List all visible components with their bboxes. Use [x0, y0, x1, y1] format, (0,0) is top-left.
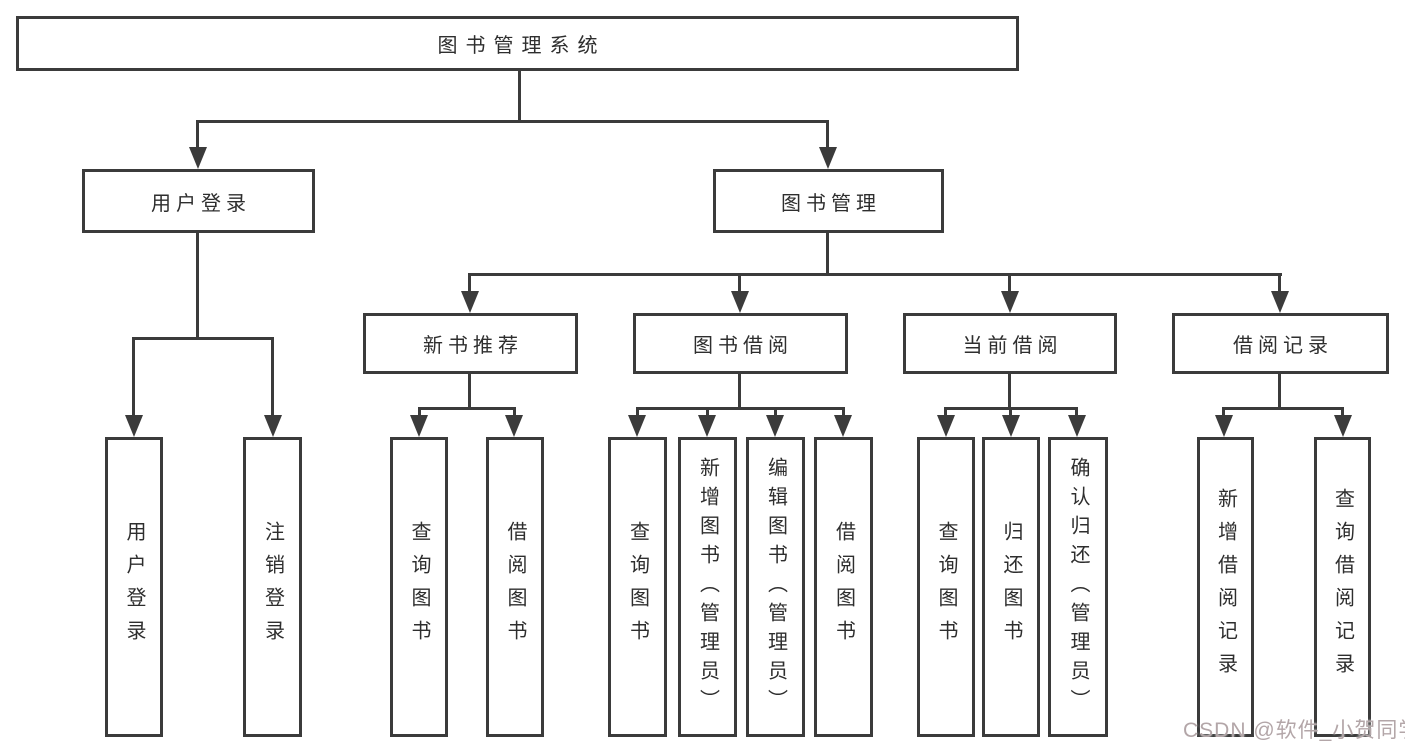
arrowhead-down-icon — [1334, 415, 1352, 437]
leaf-return-books-label: 归还图书 — [1000, 521, 1022, 653]
leaf-logout-label: 注销登录 — [261, 521, 284, 653]
edge-to-current-borrow — [1008, 273, 1011, 293]
arrowhead-down-icon — [1002, 415, 1020, 437]
edge-leaf-stub — [1341, 407, 1344, 417]
edge-recommend-bar — [418, 407, 516, 410]
leaf-recommend-query-books-label: 查询图书 — [408, 521, 430, 653]
node-user-login: 用户登录 — [82, 169, 315, 233]
leaf-borrow-query-books: 查询图书 — [608, 437, 667, 737]
arrowhead-down-icon — [1215, 415, 1233, 437]
leaf-confirm-return-admin-label: 确认归还（管理员） — [1067, 456, 1089, 718]
edge-leaf-stub — [774, 407, 777, 417]
edge-book-borrow-bar — [636, 407, 844, 410]
edge-borrow-records-stem — [1278, 374, 1281, 409]
edge-to-new-book-recommend — [468, 273, 471, 293]
edge-to-leaf-logout — [271, 337, 274, 417]
edge-leaf-stub — [706, 407, 709, 417]
arrowhead-down-icon — [505, 415, 523, 437]
node-book-management: 图书管理 — [713, 169, 944, 233]
edge-book-borrow-stem — [738, 374, 741, 409]
leaf-add-books-admin: 新增图书（管理员） — [678, 437, 737, 737]
edge-user-login-bar — [132, 337, 274, 340]
edge-current-borrow-stem — [1008, 374, 1011, 409]
leaf-borrow-query-books-label: 查询图书 — [626, 521, 649, 653]
edge-to-book-borrow — [738, 273, 741, 293]
node-user-login-label: 用户登录 — [151, 192, 251, 215]
edge-leaf-stub — [944, 407, 947, 417]
edge-to-user-login — [196, 120, 199, 150]
edge-root-bar — [196, 120, 829, 123]
arrowhead-down-icon — [834, 415, 852, 437]
leaf-confirm-return-admin: 确认归还（管理员） — [1048, 437, 1108, 737]
arrowhead-down-icon — [1068, 415, 1086, 437]
leaf-recommend-borrow-books: 借阅图书 — [486, 437, 544, 737]
arrowhead-down-icon — [731, 291, 749, 313]
edge-book-management-stem — [826, 233, 829, 276]
node-new-book-recommend: 新书推荐 — [363, 313, 578, 374]
node-borrow-records: 借阅记录 — [1172, 313, 1389, 374]
node-root-label: 图书管理系统 — [437, 35, 606, 57]
arrowhead-down-icon — [1001, 291, 1019, 313]
node-book-borrow-label: 图书借阅 — [693, 335, 793, 357]
leaf-recommend-query-books: 查询图书 — [390, 437, 448, 737]
node-current-borrow: 当前借阅 — [903, 313, 1117, 374]
arrowhead-down-icon — [461, 291, 479, 313]
leaf-recommend-borrow-books-label: 借阅图书 — [504, 521, 526, 653]
edge-to-book-management — [826, 120, 829, 150]
leaf-query-borrow-record: 查询借阅记录 — [1314, 437, 1371, 737]
arrowhead-down-icon — [189, 147, 207, 169]
node-book-management-label: 图书管理 — [781, 192, 881, 215]
arrowhead-down-icon — [628, 415, 646, 437]
arrowhead-down-icon — [766, 415, 784, 437]
edge-leaf-stub — [1009, 407, 1012, 417]
edge-borrow-records-bar — [1222, 407, 1344, 410]
arrowhead-down-icon — [1271, 291, 1289, 313]
leaf-add-borrow-record: 新增借阅记录 — [1197, 437, 1254, 737]
node-new-book-recommend-label: 新书推荐 — [423, 335, 523, 357]
leaf-query-borrow-record-label: 查询借阅记录 — [1331, 488, 1354, 686]
node-book-borrow: 图书借阅 — [633, 313, 848, 374]
node-borrow-records-label: 借阅记录 — [1233, 335, 1333, 357]
edge-to-borrow-records — [1278, 273, 1281, 293]
csdn-watermark: CSDN @软件_小贺同学 — [1183, 719, 1405, 742]
arrowhead-down-icon — [264, 415, 282, 437]
leaf-user-login: 用户登录 — [105, 437, 163, 737]
edge-recommend-stem — [468, 374, 471, 409]
edge-leaf-stub — [842, 407, 845, 417]
arrowhead-down-icon — [125, 415, 143, 437]
edge-leaf-stub — [1222, 407, 1225, 417]
node-current-borrow-label: 当前借阅 — [962, 335, 1063, 357]
edge-leaf-stub — [418, 407, 421, 417]
leaf-return-books: 归还图书 — [982, 437, 1040, 737]
leaf-borrow-books-label: 借阅图书 — [832, 521, 855, 653]
edge-to-leaf-user-login — [132, 337, 135, 417]
arrowhead-down-icon — [410, 415, 428, 437]
leaf-edit-books-admin-label: 编辑图书（管理员） — [764, 456, 787, 718]
edge-leaf-stub — [513, 407, 516, 417]
edge-leaf-stub — [636, 407, 639, 417]
leaf-logout: 注销登录 — [243, 437, 302, 737]
node-root: 图书管理系统 — [16, 16, 1019, 71]
edge-leaf-stub — [1075, 407, 1078, 417]
leaf-current-query-books: 查询图书 — [917, 437, 975, 737]
edge-book-management-bar — [468, 273, 1282, 276]
arrowhead-down-icon — [698, 415, 716, 437]
leaf-add-borrow-record-label: 新增借阅记录 — [1214, 488, 1237, 686]
leaf-borrow-books: 借阅图书 — [814, 437, 873, 737]
edge-user-login-stem — [196, 233, 199, 340]
leaf-add-books-admin-label: 新增图书（管理员） — [696, 456, 719, 718]
leaf-current-query-books-label: 查询图书 — [935, 521, 957, 653]
arrowhead-down-icon — [819, 147, 837, 169]
leaf-edit-books-admin: 编辑图书（管理员） — [746, 437, 805, 737]
arrowhead-down-icon — [937, 415, 955, 437]
edge-root-stem — [518, 71, 521, 123]
leaf-user-login-label: 用户登录 — [123, 521, 145, 653]
